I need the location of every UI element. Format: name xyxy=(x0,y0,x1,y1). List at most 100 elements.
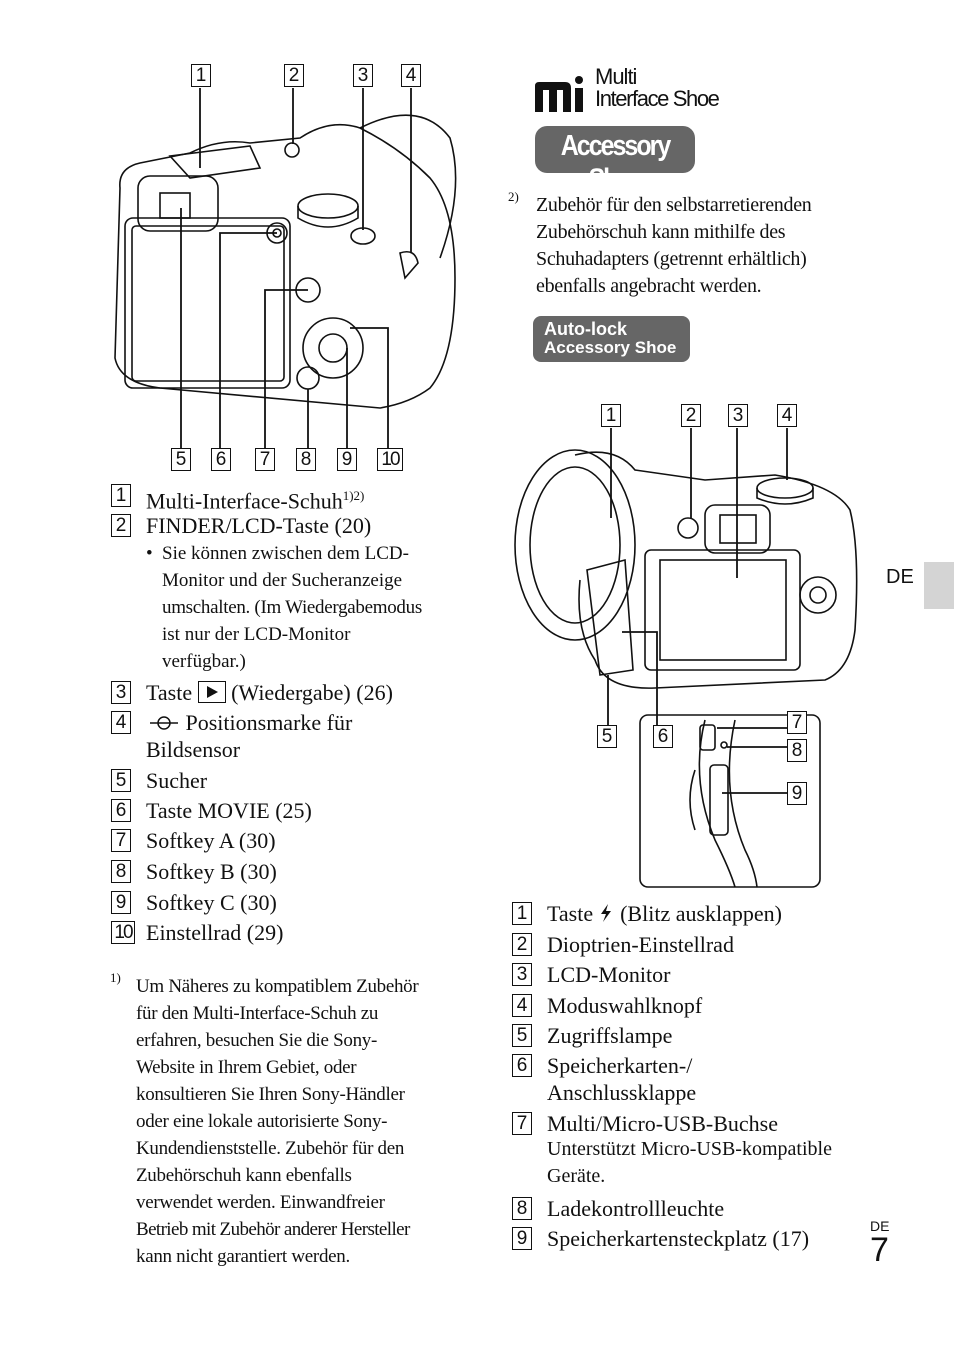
footnote-2-line: Zubehörschuh kann mithilfe des xyxy=(536,221,786,243)
callout-right-5: 5 xyxy=(597,725,617,748)
right-item-8-number: 8 xyxy=(512,1197,532,1220)
right-item-5-text: Zugriffslampe xyxy=(547,1023,673,1048)
footnote-2-line: Zubehör für den selbstarretierenden xyxy=(536,194,812,216)
callout-8: 8 xyxy=(296,448,316,471)
right-item-7-number: 7 xyxy=(512,1112,532,1135)
left-item-6-number: 6 xyxy=(111,799,131,822)
left-item-10-text: Einstellrad (29) xyxy=(146,920,284,945)
callout-10: 10 xyxy=(377,448,403,471)
footnote-1-line: Kundendienststelle. Zubehör für den xyxy=(136,1138,405,1159)
right-item-9-number: 9 xyxy=(512,1227,532,1250)
bullet-line: umschalten. (Im Wiedergabemodus xyxy=(162,597,422,618)
bullet-symbol: • xyxy=(146,543,153,564)
multi-interface-shoe-logo: Multi Interface Shoe xyxy=(535,64,755,114)
footnote-2-line: Schuhadapters (getrennt erhältlich) xyxy=(536,248,807,270)
right-item-1-text-before: Taste xyxy=(547,901,594,926)
right-item-4-number: 4 xyxy=(512,994,532,1017)
callout-1: 1 xyxy=(191,64,211,87)
right-item-7-sub: Unterstützt Micro-USB-kompatible xyxy=(547,1138,832,1160)
page-number: 7 xyxy=(870,1231,889,1269)
callout-7: 7 xyxy=(255,448,275,471)
autolock-line1: Auto-lock xyxy=(544,319,627,339)
left-item-4-text: Positionsmarke für xyxy=(185,710,353,735)
right-item-9-text: Speicherkartensteckplatz (17) xyxy=(547,1226,810,1251)
left-item-3-text-before: Taste xyxy=(146,680,193,705)
camera-side-illustration xyxy=(514,428,858,888)
footnote-1-line: für den Multi-Interface-Schuh zu xyxy=(136,1003,379,1024)
callout-6: 6 xyxy=(211,448,231,471)
right-item-1-text-after: (Blitz ausklappen) xyxy=(620,901,783,926)
sensor-mark-icon xyxy=(146,710,180,737)
callout-5: 5 xyxy=(171,448,191,471)
left-item-5-text: Sucher xyxy=(146,768,208,793)
multi-interface-line1: Multi xyxy=(595,64,637,89)
flash-icon xyxy=(599,902,615,929)
callout-right-8: 8 xyxy=(787,739,807,762)
footer-language: DE xyxy=(870,1218,890,1234)
side-language-label: DE xyxy=(886,566,914,588)
callout-right-7: 7 xyxy=(787,711,807,734)
footnote-1-line: verwendet werden. Einwandfreier xyxy=(136,1192,385,1213)
left-item-3-number: 3 xyxy=(111,681,131,704)
camera-side-diagram xyxy=(505,400,875,890)
footnote-1-line: Website in Ihrem Gebiet, oder xyxy=(136,1057,357,1078)
play-icon xyxy=(197,681,226,703)
left-item-6-text: Taste MOVIE (25) xyxy=(146,798,312,823)
left-item-1-sup: 1)2) xyxy=(342,488,365,503)
footnote-1-line: erfahren, besuchen Sie die Sony- xyxy=(136,1030,378,1051)
left-item-8-text: Softkey B (30) xyxy=(146,859,277,884)
footnote-1-marker: 1) xyxy=(110,970,121,985)
multi-interface-line2: Interface Shoe xyxy=(595,86,720,111)
footnote-2-line: ebenfalls angebracht werden. xyxy=(536,275,762,297)
right-item-2-number: 2 xyxy=(512,933,532,956)
bullet-line: Monitor und der Sucheranzeige xyxy=(162,570,403,591)
footnote-1-line: kann nicht garantiert werden. xyxy=(136,1246,350,1267)
footnote-1-line: oder eine lokale autorisierte Sony- xyxy=(136,1111,388,1132)
left-item-8-number: 8 xyxy=(111,860,131,883)
right-item-3-text: LCD-Monitor xyxy=(547,962,671,987)
left-item-9-number: 9 xyxy=(111,891,131,914)
language-tab xyxy=(924,562,954,609)
footnote-1-line: Betrieb mit Zubehör anderer Hersteller xyxy=(136,1219,410,1240)
right-item-6-text: Speicherkarten-/ xyxy=(547,1053,693,1078)
bullet-line: verfügbar.) xyxy=(162,651,246,672)
footnote-2-marker: 2) xyxy=(508,189,519,204)
right-item-4-text: Moduswahlknopf xyxy=(547,993,703,1018)
camera-rear-diagram xyxy=(100,58,480,478)
left-item-7-number: 7 xyxy=(111,829,131,852)
accessory-shoe-logo: Accessory Shoe xyxy=(535,126,695,195)
left-item-9-text: Softkey C (30) xyxy=(146,890,277,915)
left-item-1-number: 1 xyxy=(111,484,131,507)
right-item-5-number: 5 xyxy=(512,1024,532,1047)
callout-right-2: 2 xyxy=(681,404,701,427)
left-item-4-number: 4 xyxy=(111,711,131,734)
left-item-4-text2: Bildsensor xyxy=(146,737,241,762)
mi-mark xyxy=(535,76,590,112)
bullet-line: Sie können zwischen dem LCD- xyxy=(162,543,409,564)
left-item-5-number: 5 xyxy=(111,769,131,792)
callout-right-4: 4 xyxy=(777,404,797,427)
callout-right-6: 6 xyxy=(653,725,673,748)
left-item-7-text: Softkey A (30) xyxy=(146,828,276,853)
footnote-1-line: konsultieren Sie Ihren Sony-Händler xyxy=(136,1084,405,1105)
right-item-1-number: 1 xyxy=(512,902,532,925)
callout-right-3: 3 xyxy=(728,404,748,427)
callout-2: 2 xyxy=(284,64,304,87)
callout-right-1: 1 xyxy=(601,404,621,427)
right-item-7-sub2: Geräte. xyxy=(547,1165,606,1187)
accessory-shoe-label: Accessory Shoe xyxy=(560,129,671,196)
callout-right-9: 9 xyxy=(787,782,807,805)
left-item-2-text: FINDER/LCD-Taste (20) xyxy=(146,513,372,538)
footnote-1-line: Um Näheres zu kompatiblem Zubehör xyxy=(136,976,419,997)
footnote-1-line: Zubehörschuh kann ebenfalls xyxy=(136,1165,352,1186)
left-item-1-text: Multi-Interface-Schuh xyxy=(146,488,343,514)
autolock-accessory-shoe-logo: Auto-lock Accessory Shoe xyxy=(533,316,690,362)
left-item-2-number: 2 xyxy=(111,514,131,537)
autolock-line2: Accessory Shoe xyxy=(544,338,677,357)
callout-3: 3 xyxy=(353,64,373,87)
right-item-2-text: Dioptrien-Einstellrad xyxy=(547,932,734,957)
bullet-line: ist nur der LCD-Monitor xyxy=(162,624,351,645)
right-item-8-text: Ladekontrollleuchte xyxy=(547,1196,725,1221)
left-item-3-text-after: (Wiedergabe) (26) xyxy=(231,680,393,705)
camera-rear-illustration xyxy=(114,88,457,448)
